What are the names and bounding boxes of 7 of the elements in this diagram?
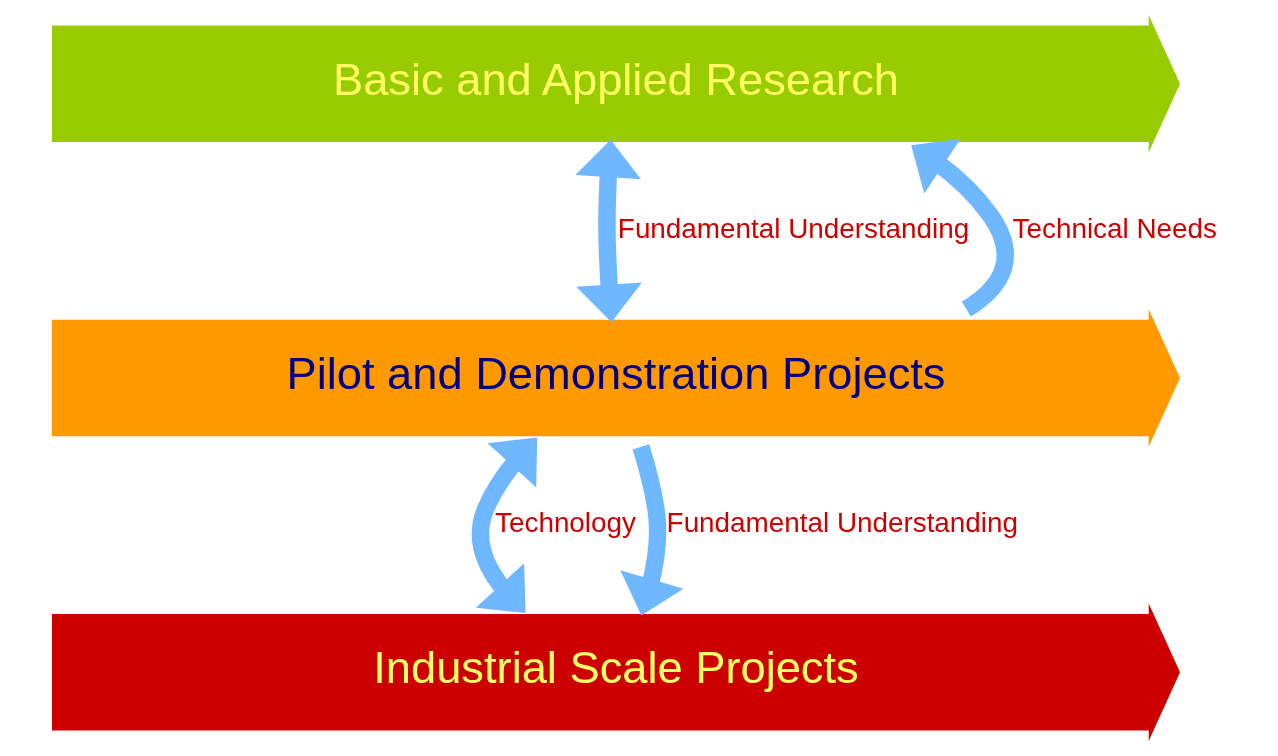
arrow <box>574 139 642 323</box>
edge-label: Technology <box>494 506 636 538</box>
arrow <box>471 437 537 614</box>
arrow <box>619 444 683 616</box>
edge-label: Fundamental Understanding <box>617 212 969 244</box>
edge-label: Fundamental Understanding <box>666 506 1018 538</box>
edge-label: Technical Needs <box>1012 212 1217 244</box>
